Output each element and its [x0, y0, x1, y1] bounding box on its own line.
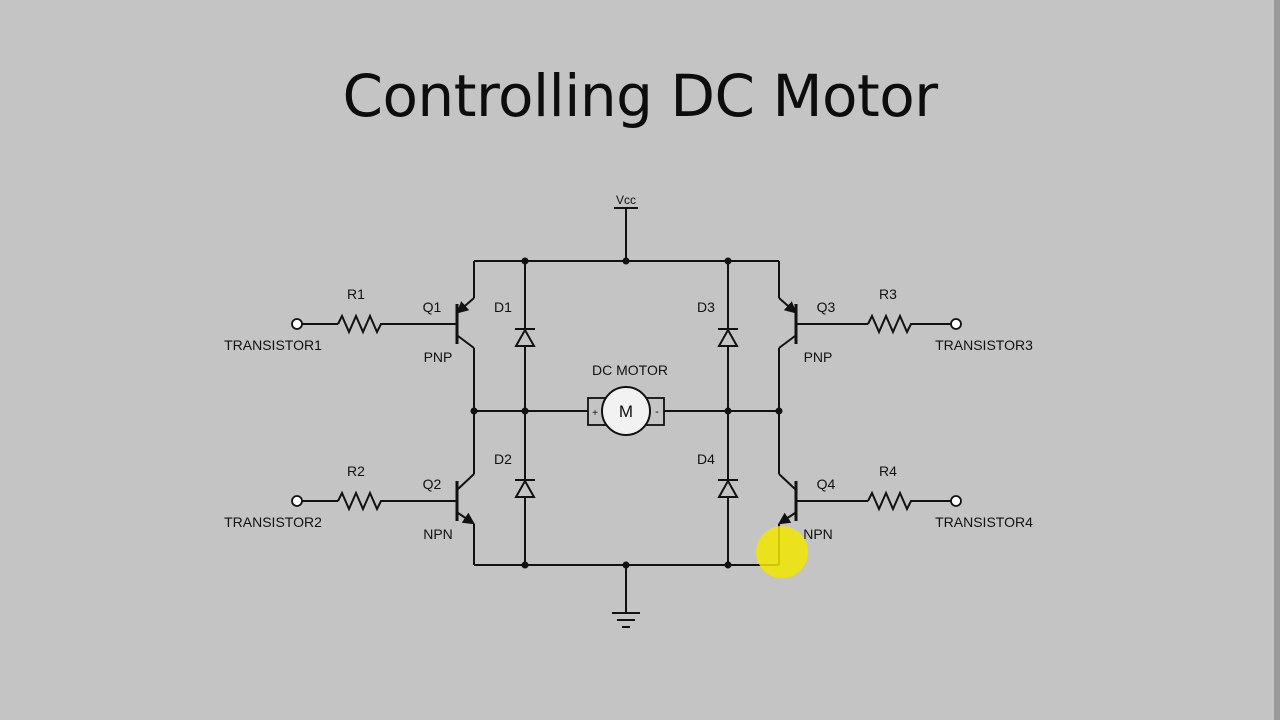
- q2-label: Q2: [423, 476, 442, 492]
- junction-dot: [724, 561, 732, 569]
- motor-symbol: M: [619, 402, 633, 421]
- q4-transistor-icon: [778, 473, 798, 525]
- junction-dot: [521, 407, 529, 415]
- d3-diode-icon: [717, 327, 739, 347]
- motor-title: DC MOTOR: [592, 362, 668, 378]
- r3-label: R3: [879, 286, 897, 302]
- q2-transistor-icon: [455, 473, 475, 525]
- r1-resistor-icon: [337, 313, 384, 335]
- r4-label: R4: [879, 463, 897, 479]
- input-terminals: [291, 318, 962, 507]
- transistors: [455, 297, 798, 525]
- r3-resistor-icon: [867, 313, 914, 335]
- q1-type-label: PNP: [424, 349, 453, 365]
- scrollbar-edge: [1274, 0, 1280, 720]
- d1-diode-icon: [514, 327, 536, 347]
- d2-diode-icon: [514, 478, 536, 498]
- d1-label: D1: [494, 299, 512, 315]
- resistors: [337, 313, 914, 512]
- motor-icon: M + -: [587, 386, 665, 436]
- slide-title: Controlling DC Motor: [342, 62, 938, 130]
- q4-label: Q4: [817, 476, 836, 492]
- junction-dot: [521, 257, 529, 265]
- d4-label: D4: [697, 451, 715, 467]
- q2-type-label: NPN: [423, 526, 453, 542]
- motor-minus: -: [655, 406, 659, 418]
- junction-dot: [724, 257, 732, 265]
- q3-transistor-icon: [778, 297, 798, 349]
- d3-label: D3: [697, 299, 715, 315]
- diodes: [514, 327, 739, 498]
- q4-type-label: NPN: [803, 526, 833, 542]
- junction-dot: [775, 407, 783, 415]
- terminal-in4[interactable]: [950, 495, 962, 507]
- r1-label: R1: [347, 286, 365, 302]
- junction-dot: [724, 407, 732, 415]
- q1-label: Q1: [423, 299, 442, 315]
- q3-label: Q3: [817, 299, 836, 315]
- r2-label: R2: [347, 463, 365, 479]
- r4-resistor-icon: [867, 490, 914, 512]
- d4-diode-icon: [717, 478, 739, 498]
- in4-label: TRANSISTOR4: [935, 514, 1033, 530]
- d2-label: D2: [494, 451, 512, 467]
- r2-resistor-icon: [337, 490, 384, 512]
- q3-type-label: PNP: [804, 349, 833, 365]
- in1-label: TRANSISTOR1: [224, 337, 322, 353]
- junction-dot: [622, 257, 630, 265]
- junction-dot: [470, 407, 478, 415]
- q1-transistor-icon: [455, 297, 475, 349]
- motor-plus: +: [592, 408, 598, 419]
- in3-label: TRANSISTOR3: [935, 337, 1033, 353]
- in2-label: TRANSISTOR2: [224, 514, 322, 530]
- terminal-in1[interactable]: [291, 318, 303, 330]
- vcc-label: Vcc: [616, 193, 636, 207]
- junction-dot: [622, 561, 630, 569]
- terminal-in3[interactable]: [950, 318, 962, 330]
- terminal-in2[interactable]: [291, 495, 303, 507]
- junction-dots: [470, 257, 783, 569]
- cursor-highlight: [756, 526, 808, 578]
- junction-dot: [521, 561, 529, 569]
- ground-icon: [612, 612, 640, 628]
